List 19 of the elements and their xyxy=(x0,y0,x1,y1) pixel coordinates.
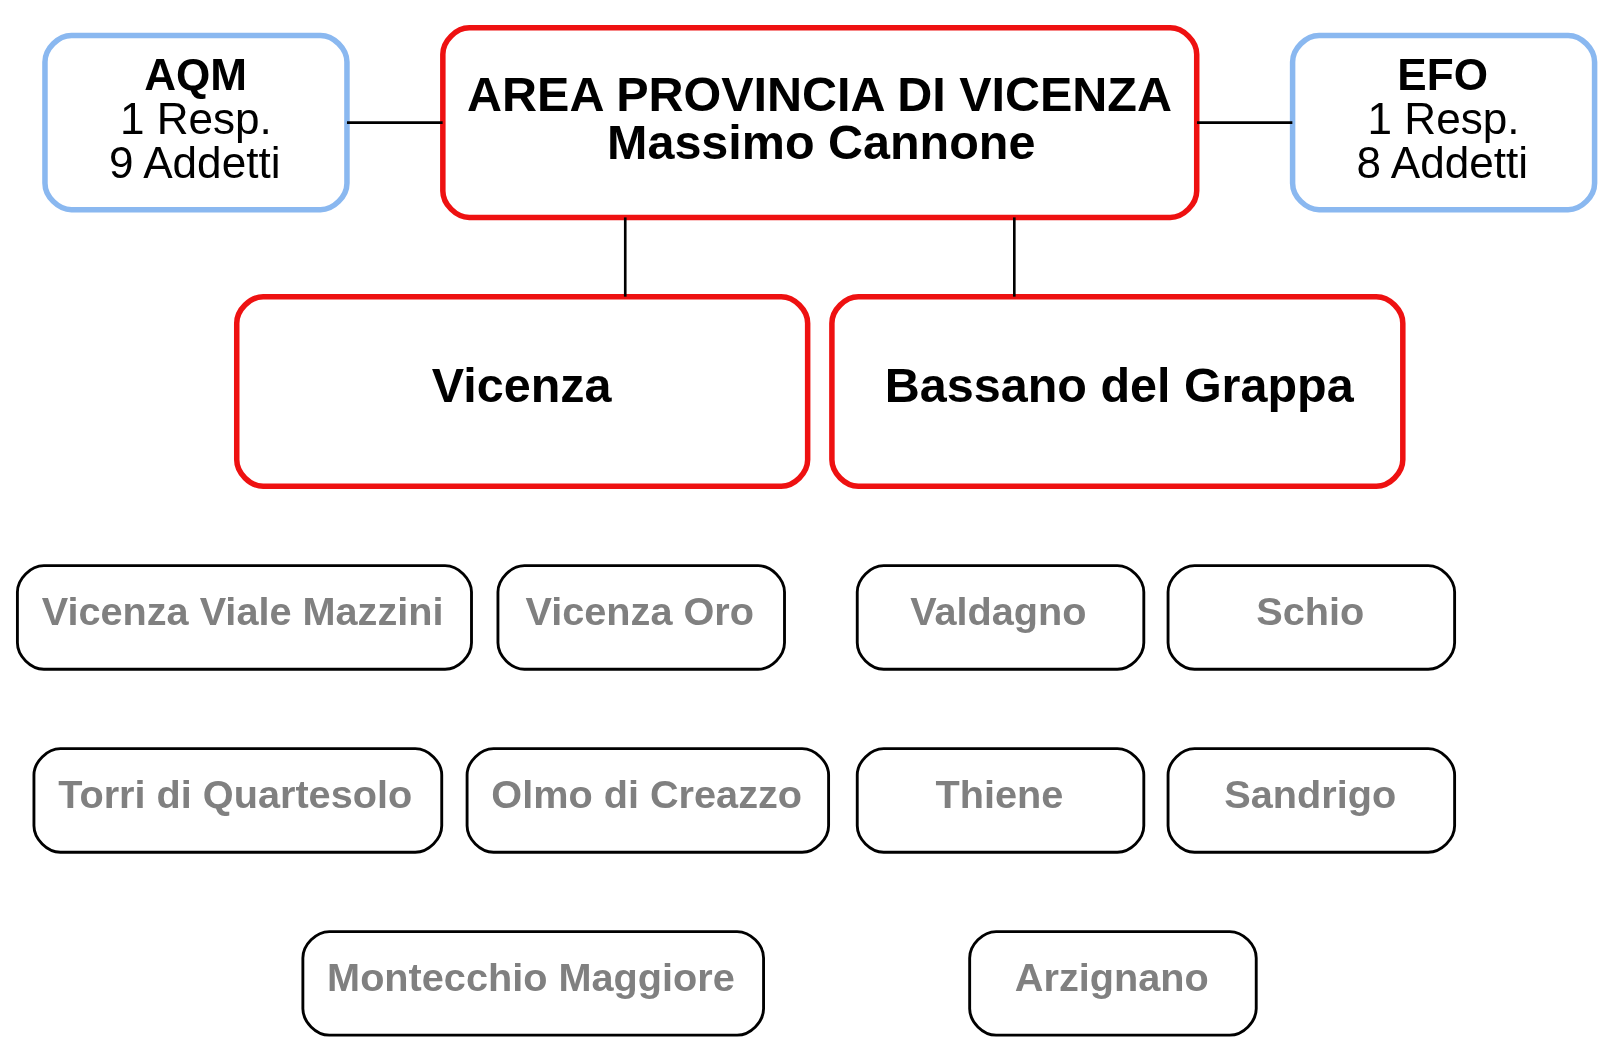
connector xyxy=(347,120,443,124)
node-box: Montecchio Maggiore xyxy=(301,929,765,1037)
node-box: Arzignano xyxy=(968,929,1258,1037)
node-box: Torri di Quartesolo xyxy=(32,746,444,854)
node-box: Olmo di Creazzo xyxy=(465,746,831,854)
node-box: EFO 1 Resp. 8 Addetti xyxy=(1289,32,1598,212)
node-box: AREA PROVINCIA DI VICENZA Massimo Cannone xyxy=(440,24,1200,220)
node-box: Vicenza xyxy=(234,293,811,489)
node-box: Bassano del Grappa xyxy=(829,293,1406,489)
node-box: Sandrigo xyxy=(1166,746,1457,854)
node-box: Vicenza Oro xyxy=(496,563,786,671)
connector xyxy=(1197,120,1293,124)
node-box: Schio xyxy=(1166,563,1457,671)
node-box: Vicenza Viale Mazzini xyxy=(15,563,473,671)
node-box: AQM 1 Resp. 9 Addetti xyxy=(42,32,350,212)
node-box: Thiene xyxy=(855,746,1146,854)
connector xyxy=(623,216,627,297)
connector xyxy=(1013,216,1016,297)
node-box: Valdagno xyxy=(855,563,1146,671)
